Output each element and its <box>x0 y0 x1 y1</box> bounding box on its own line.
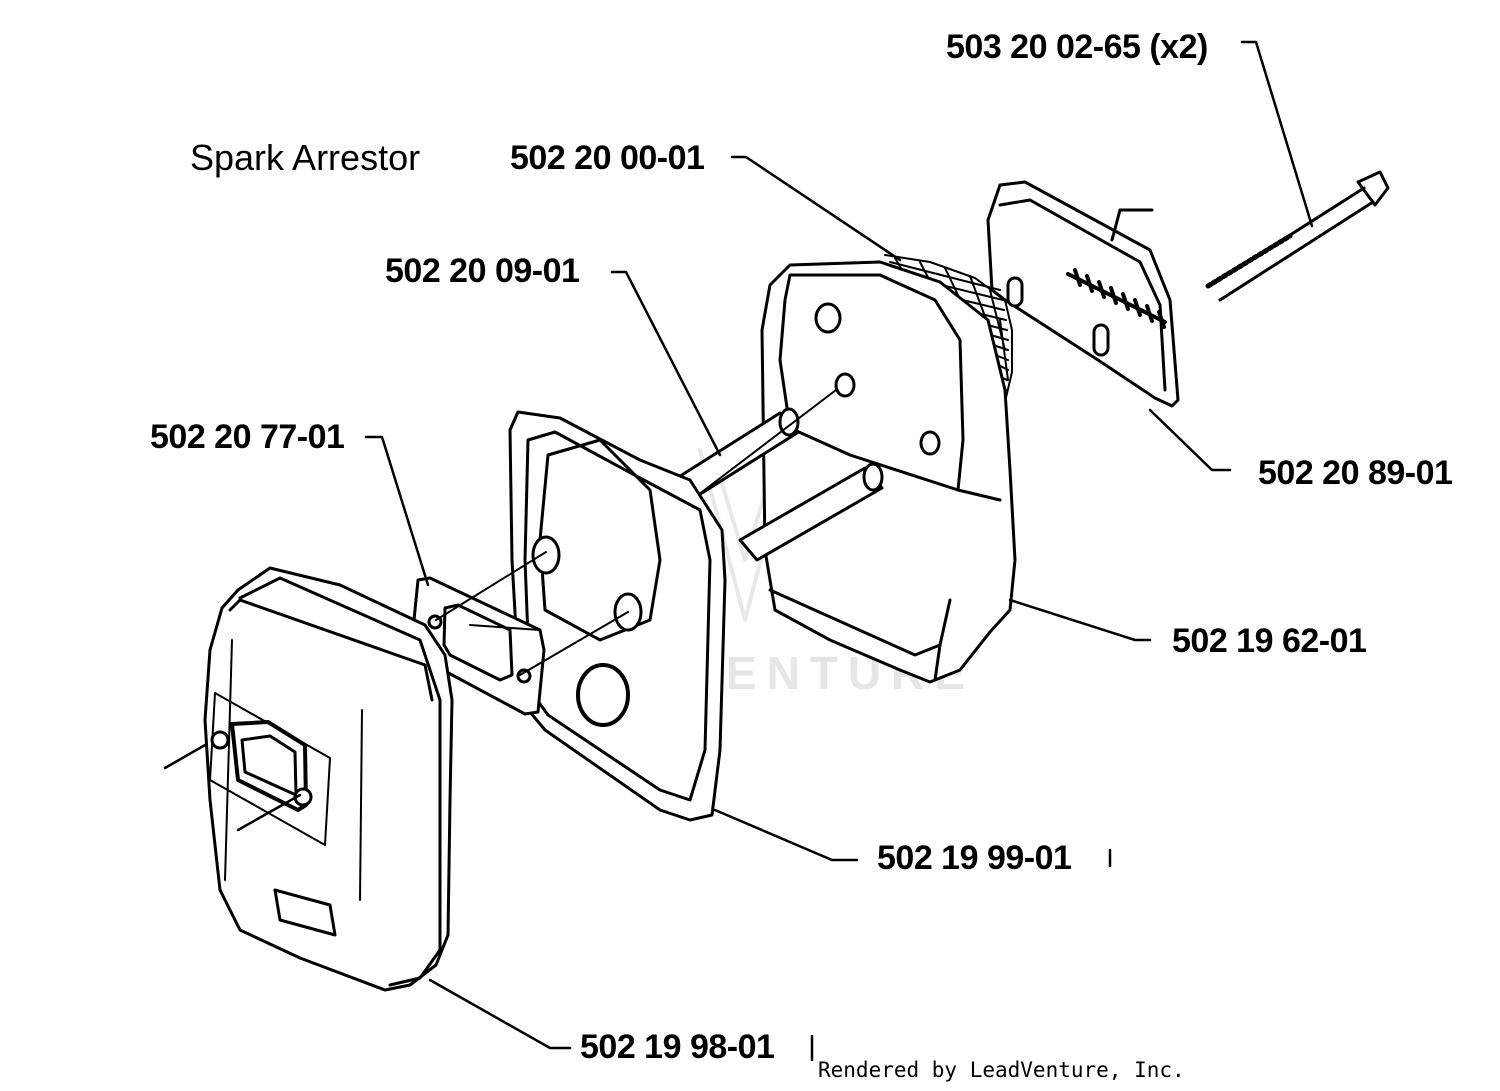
part-label-deflector[interactable]: 502 20 89-01 <box>1258 454 1453 492</box>
part-label-muffler-cover[interactable]: 502 19 98-01 <box>580 1028 775 1066</box>
credit-text: Rendered by LeadVenture, Inc. <box>818 1058 1185 1082</box>
muffler-body-part <box>760 260 1017 684</box>
deflector-part <box>986 180 1180 408</box>
part-label-muffler-body[interactable]: 502 19 62-01 <box>1172 622 1367 660</box>
part-label-screen[interactable]: 502 20 00-01 <box>510 139 705 177</box>
part-label-stud[interactable]: 502 20 09-01 <box>385 252 580 290</box>
part-label-bolt[interactable]: 503 20 02-65 (x2) <box>946 28 1208 66</box>
leader-lines <box>163 40 1314 1062</box>
part-label-gasket[interactable]: 502 20 77-01 <box>150 418 345 456</box>
part-label-cooling-plate[interactable]: 502 19 99-01 <box>877 839 1072 877</box>
stud-part <box>675 389 884 562</box>
section-title: Spark Arrestor <box>190 137 421 178</box>
bolt-part <box>1205 170 1390 302</box>
cooling-plate-part <box>508 410 727 822</box>
muffler-cover-part <box>203 566 454 992</box>
